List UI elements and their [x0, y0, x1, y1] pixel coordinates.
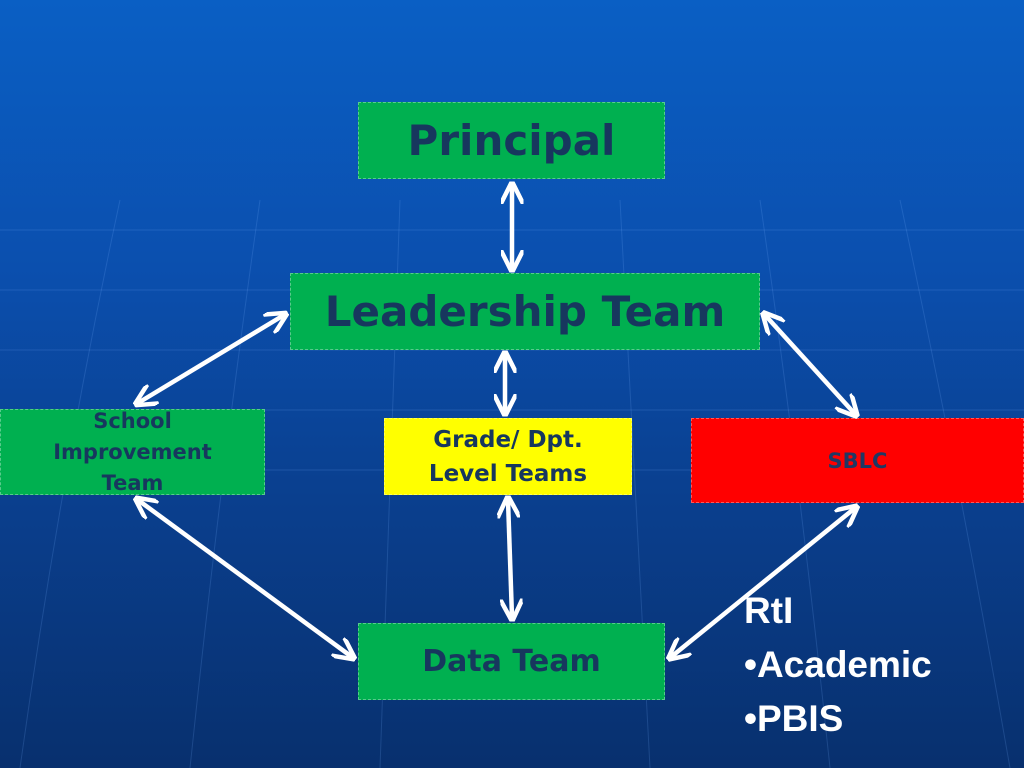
school-improvement-line-1: School — [93, 408, 172, 433]
principal-label: Principal — [407, 116, 616, 165]
data-team-label: Data Team — [422, 644, 601, 679]
sblc-label: SBLC — [827, 448, 888, 473]
school-improvement-team-box: School Improvement Team — [0, 409, 265, 495]
grade-line-2: Level Teams — [428, 460, 588, 487]
sblc-box: SBLC — [691, 418, 1024, 503]
rti-item-pbis: •PBIS — [744, 698, 844, 739]
leadership-team-label: Leadership Team — [324, 287, 726, 336]
rti-list: RtI •Academic •PBIS — [744, 584, 932, 746]
rti-heading: RtI — [744, 590, 794, 631]
grade-level-teams-box: Grade/ Dpt. Level Teams — [384, 418, 632, 495]
principal-box: Principal — [358, 102, 665, 179]
rti-item-academic: •Academic — [744, 644, 932, 685]
school-improvement-line-3: Team — [101, 470, 164, 495]
leadership-team-box: Leadership Team — [290, 273, 760, 350]
data-team-box: Data Team — [358, 623, 665, 700]
grade-line-1: Grade/ Dpt. — [433, 426, 583, 453]
school-improvement-line-2: Improvement — [53, 439, 212, 464]
